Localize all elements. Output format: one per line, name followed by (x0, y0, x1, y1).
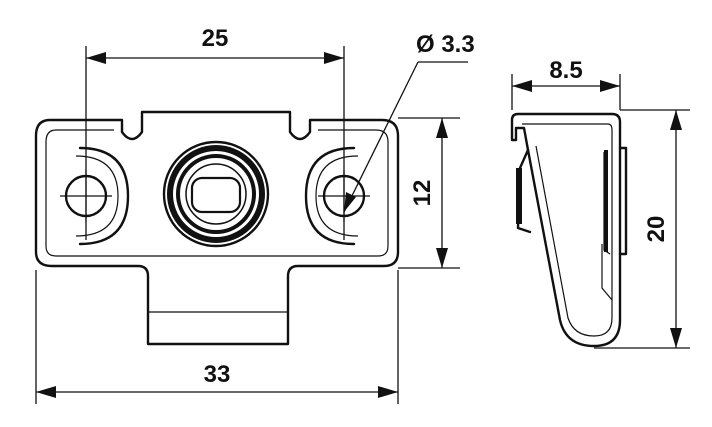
front-view-outline (34, 110, 400, 346)
dimension-depth-side: 8.5 (511, 57, 621, 110)
dimension-hole-diameter: Ø 3.3 (343, 31, 475, 213)
side-view (510, 112, 628, 348)
right-boss-section (604, 150, 608, 252)
front-view-inner-edge (45, 129, 389, 257)
dimension-height-side: 20 (594, 109, 690, 349)
side-view-outline (510, 112, 622, 348)
dimension-hole-spacing: 25 (85, 25, 345, 240)
dim-label-12: 12 (409, 180, 436, 207)
dim-label-33: 33 (204, 361, 231, 388)
center-boss (162, 140, 270, 248)
side-view-inner-edge (522, 123, 613, 337)
dimension-height-front: 12 (398, 117, 460, 269)
dim-label-25: 25 (202, 25, 229, 52)
dim-label-diameter: Ø 3.3 (416, 31, 475, 58)
dim-label-8-5: 8.5 (549, 57, 582, 84)
dimension-overall-width: 33 (35, 270, 399, 404)
left-tang-section (516, 168, 522, 224)
dim-label-20: 20 (643, 216, 670, 243)
right-boss (618, 146, 628, 256)
